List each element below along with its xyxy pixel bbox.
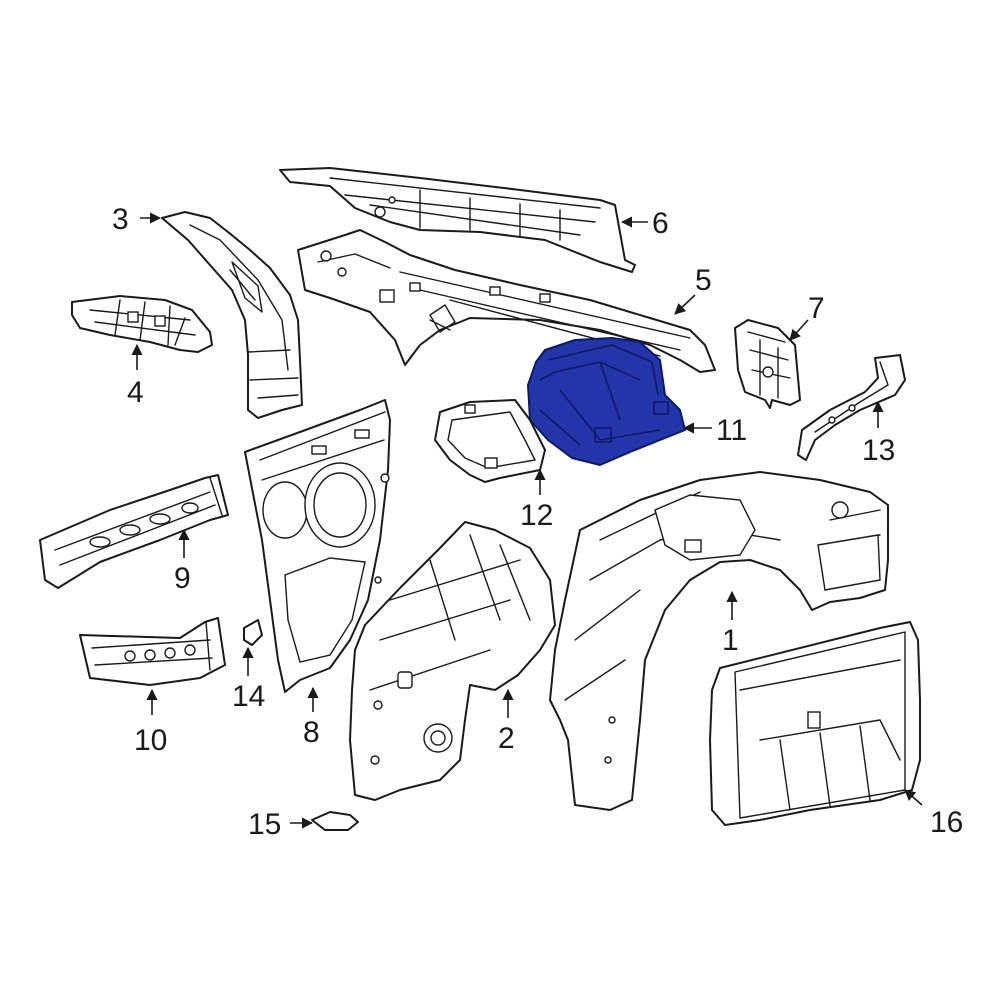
part-14-clip[interactable]	[243, 619, 263, 646]
callout-7: 7	[789, 292, 825, 341]
callout-label-4: 4	[127, 376, 144, 409]
callout-1: 1	[722, 590, 739, 657]
callout-label-5: 5	[695, 264, 712, 297]
callout-label-14: 14	[232, 680, 265, 713]
callout-label-8: 8	[303, 716, 320, 749]
callout-label-11: 11	[716, 414, 747, 447]
callout-10: 10	[134, 688, 167, 757]
part-10-rail[interactable]	[79, 617, 226, 686]
callout-label-10: 10	[134, 724, 167, 757]
callout-5: 5	[674, 264, 712, 315]
callout-label-9: 9	[174, 562, 191, 595]
part-8-quarter-inner-panel[interactable]	[244, 399, 391, 693]
callout-2: 2	[498, 688, 515, 755]
callout-6: 6	[620, 207, 669, 240]
callout-label-13: 13	[862, 434, 895, 467]
part-9-rail[interactable]	[39, 474, 229, 589]
callout-8: 8	[303, 686, 320, 749]
part-4-bracket[interactable]	[71, 295, 213, 353]
part-13-bracket[interactable]	[797, 354, 906, 461]
callout-label-16: 16	[930, 806, 963, 839]
callout-label-6: 6	[652, 207, 669, 240]
part-6-upper-rail[interactable]	[279, 167, 636, 273]
part-11-highlighted-panel[interactable]	[527, 337, 686, 466]
part-5-inner-rail[interactable]	[297, 229, 716, 373]
callout-9: 9	[174, 528, 191, 595]
callout-14: 14	[232, 646, 265, 713]
part-3-pillar-bracket[interactable]	[161, 211, 303, 419]
callout-11: 11	[682, 414, 747, 447]
callout-12: 12	[520, 468, 553, 532]
callout-13: 13	[862, 400, 895, 467]
part-16-storage-tub[interactable]	[709, 621, 921, 826]
callout-3: 3	[112, 203, 162, 236]
callout-4: 4	[127, 343, 144, 409]
part-15-clip[interactable]	[311, 811, 359, 831]
part-7-bracket[interactable]	[734, 319, 801, 409]
callout-15: 15	[248, 808, 314, 841]
part-2-wheelhouse-assembly[interactable]	[349, 521, 556, 801]
part-12-tray[interactable]	[434, 399, 546, 483]
callout-label-7: 7	[808, 292, 825, 325]
callout-label-12: 12	[520, 499, 553, 532]
callout-label-3: 3	[112, 203, 129, 236]
callout-label-15: 15	[248, 808, 281, 841]
callout-label-1: 1	[722, 624, 739, 657]
part-1-wheelhouse-outer[interactable]	[549, 471, 889, 811]
callout-label-2: 2	[498, 722, 515, 755]
callout-16: 16	[904, 789, 963, 839]
